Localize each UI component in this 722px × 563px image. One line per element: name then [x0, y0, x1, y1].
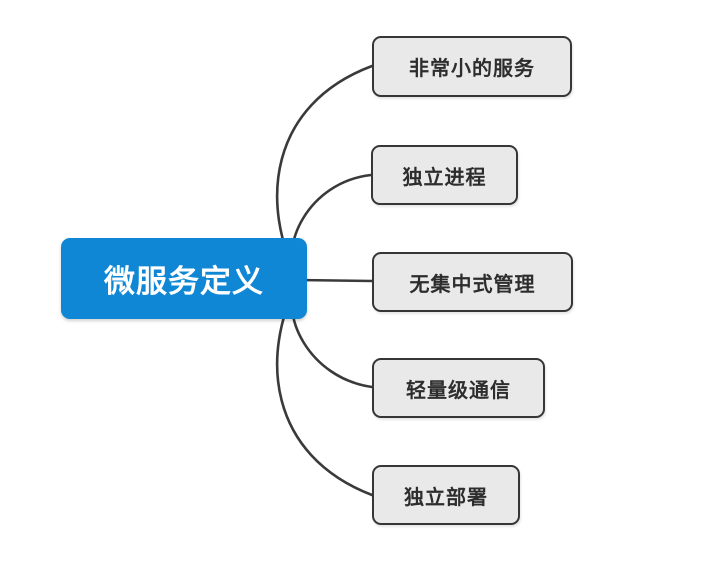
branch-node-independent-process[interactable]: 独立进程: [371, 145, 518, 205]
branch-node-label: 非常小的服务: [409, 58, 535, 80]
branch-node-label: 无集中式管理: [409, 273, 536, 296]
branch-node-very-small-services[interactable]: 非常小的服务: [372, 36, 572, 97]
branch-node-no-centralized-management[interactable]: 无集中式管理: [372, 252, 573, 312]
connector-root-to-no-centralized-management: [296, 278, 374, 283]
root-node-microservices-definition[interactable]: 微服务定义: [61, 238, 307, 319]
branch-node-label: 独立进程: [402, 166, 487, 189]
branch-node-lightweight-communication[interactable]: 轻量级通信: [372, 358, 545, 418]
branch-node-label: 轻量级通信: [406, 379, 511, 402]
branch-node-label: 独立部署: [404, 486, 488, 509]
root-node-label: 微服务定义: [104, 264, 264, 299]
branch-node-independent-deployment[interactable]: 独立部署: [372, 465, 520, 525]
